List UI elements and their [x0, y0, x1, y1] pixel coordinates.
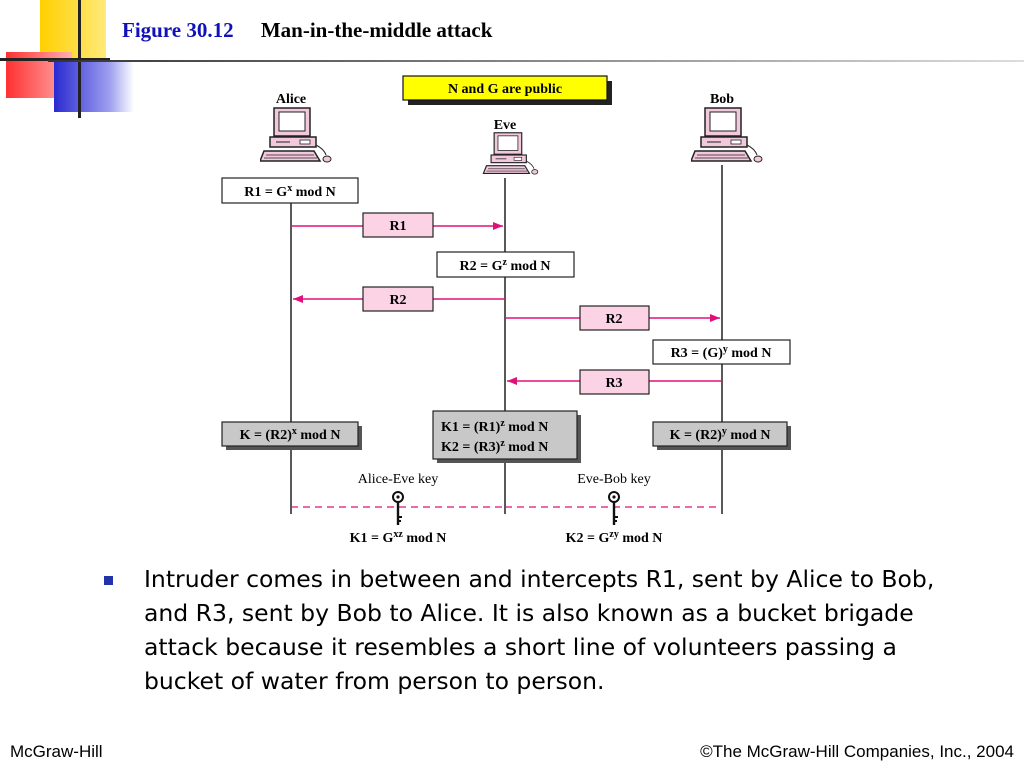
alice-key-text: K = (R2)x mod N	[240, 426, 341, 443]
corner-blue-block	[54, 62, 134, 112]
title-rule	[48, 60, 1024, 62]
corner-horizontal-line	[0, 58, 110, 61]
footer-copyright: ©The McGraw-Hill Companies, Inc., 2004	[700, 742, 1014, 761]
public-note-text: N and G are public	[448, 82, 562, 97]
r1-message-box: R1	[362, 212, 434, 238]
r3-label: R3	[605, 376, 622, 391]
bob-compute-box: R3 = (G)y mod N	[652, 339, 791, 365]
eve-compute-text: R2 = Gz mod N	[460, 257, 551, 274]
mitm-diagram: N and G are public Alice Eve Bob R1 = Gx…	[221, 75, 791, 546]
r3-message-box: R3	[579, 369, 650, 395]
figure-number: Figure 30.12	[122, 18, 234, 42]
alice-eve-key-icon	[391, 491, 405, 527]
corner-yellow-block	[40, 0, 106, 58]
eve-key2-text: K2 = (R3)z mod N	[441, 438, 548, 455]
eve-label: Eve	[494, 118, 517, 133]
slide-title: Figure 30.12 Man-in-the-middle attack	[122, 18, 492, 43]
alice-key-box: K = (R2)x mod N	[221, 421, 362, 450]
bob-compute-text: R3 = (G)y mod N	[671, 344, 772, 361]
bullet-text: Intruder comes in between and intercepts…	[144, 565, 935, 695]
r2-to-alice-label: R2	[389, 293, 406, 308]
alice-eve-key-label: Alice-Eve key	[358, 472, 438, 487]
eve-computer-icon	[482, 132, 539, 175]
bob-key-box: K = (R2)y mod N	[652, 421, 791, 450]
r1-label: R1	[389, 219, 406, 234]
public-note: N and G are public	[402, 75, 612, 105]
alice-computer-icon	[260, 107, 332, 163]
eve-bob-key-label: Eve-Bob key	[577, 472, 650, 487]
bob-key-text: K = (R2)y mod N	[670, 426, 771, 443]
eve-key-box: K1 = (R1)z mod N K2 = (R3)z mod N	[432, 410, 581, 463]
k2-final-text: K2 = Gzy mod N	[566, 529, 663, 546]
r2-to-bob-box: R2	[579, 305, 650, 331]
eve-key1-text: K1 = (R1)z mod N	[441, 418, 548, 435]
alice-compute-box: R1 = Gx mod N	[221, 177, 359, 204]
alice-label: Alice	[276, 92, 306, 107]
eve-bob-key-icon	[607, 491, 621, 527]
bob-label: Bob	[710, 92, 734, 107]
alice-compute-text: R1 = Gx mod N	[244, 183, 336, 200]
footer-publisher: McGraw-Hill	[10, 742, 103, 761]
r2-to-bob-label: R2	[605, 312, 622, 327]
figure-title: Man-in-the-middle attack	[260, 18, 493, 42]
bullet-square-icon	[104, 576, 113, 585]
eve-compute-box: R2 = Gz mod N	[436, 251, 575, 278]
bob-computer-icon	[691, 107, 763, 163]
k1-final-text: K1 = Gxz mod N	[350, 529, 447, 546]
r2-to-alice-box: R2	[362, 286, 434, 312]
